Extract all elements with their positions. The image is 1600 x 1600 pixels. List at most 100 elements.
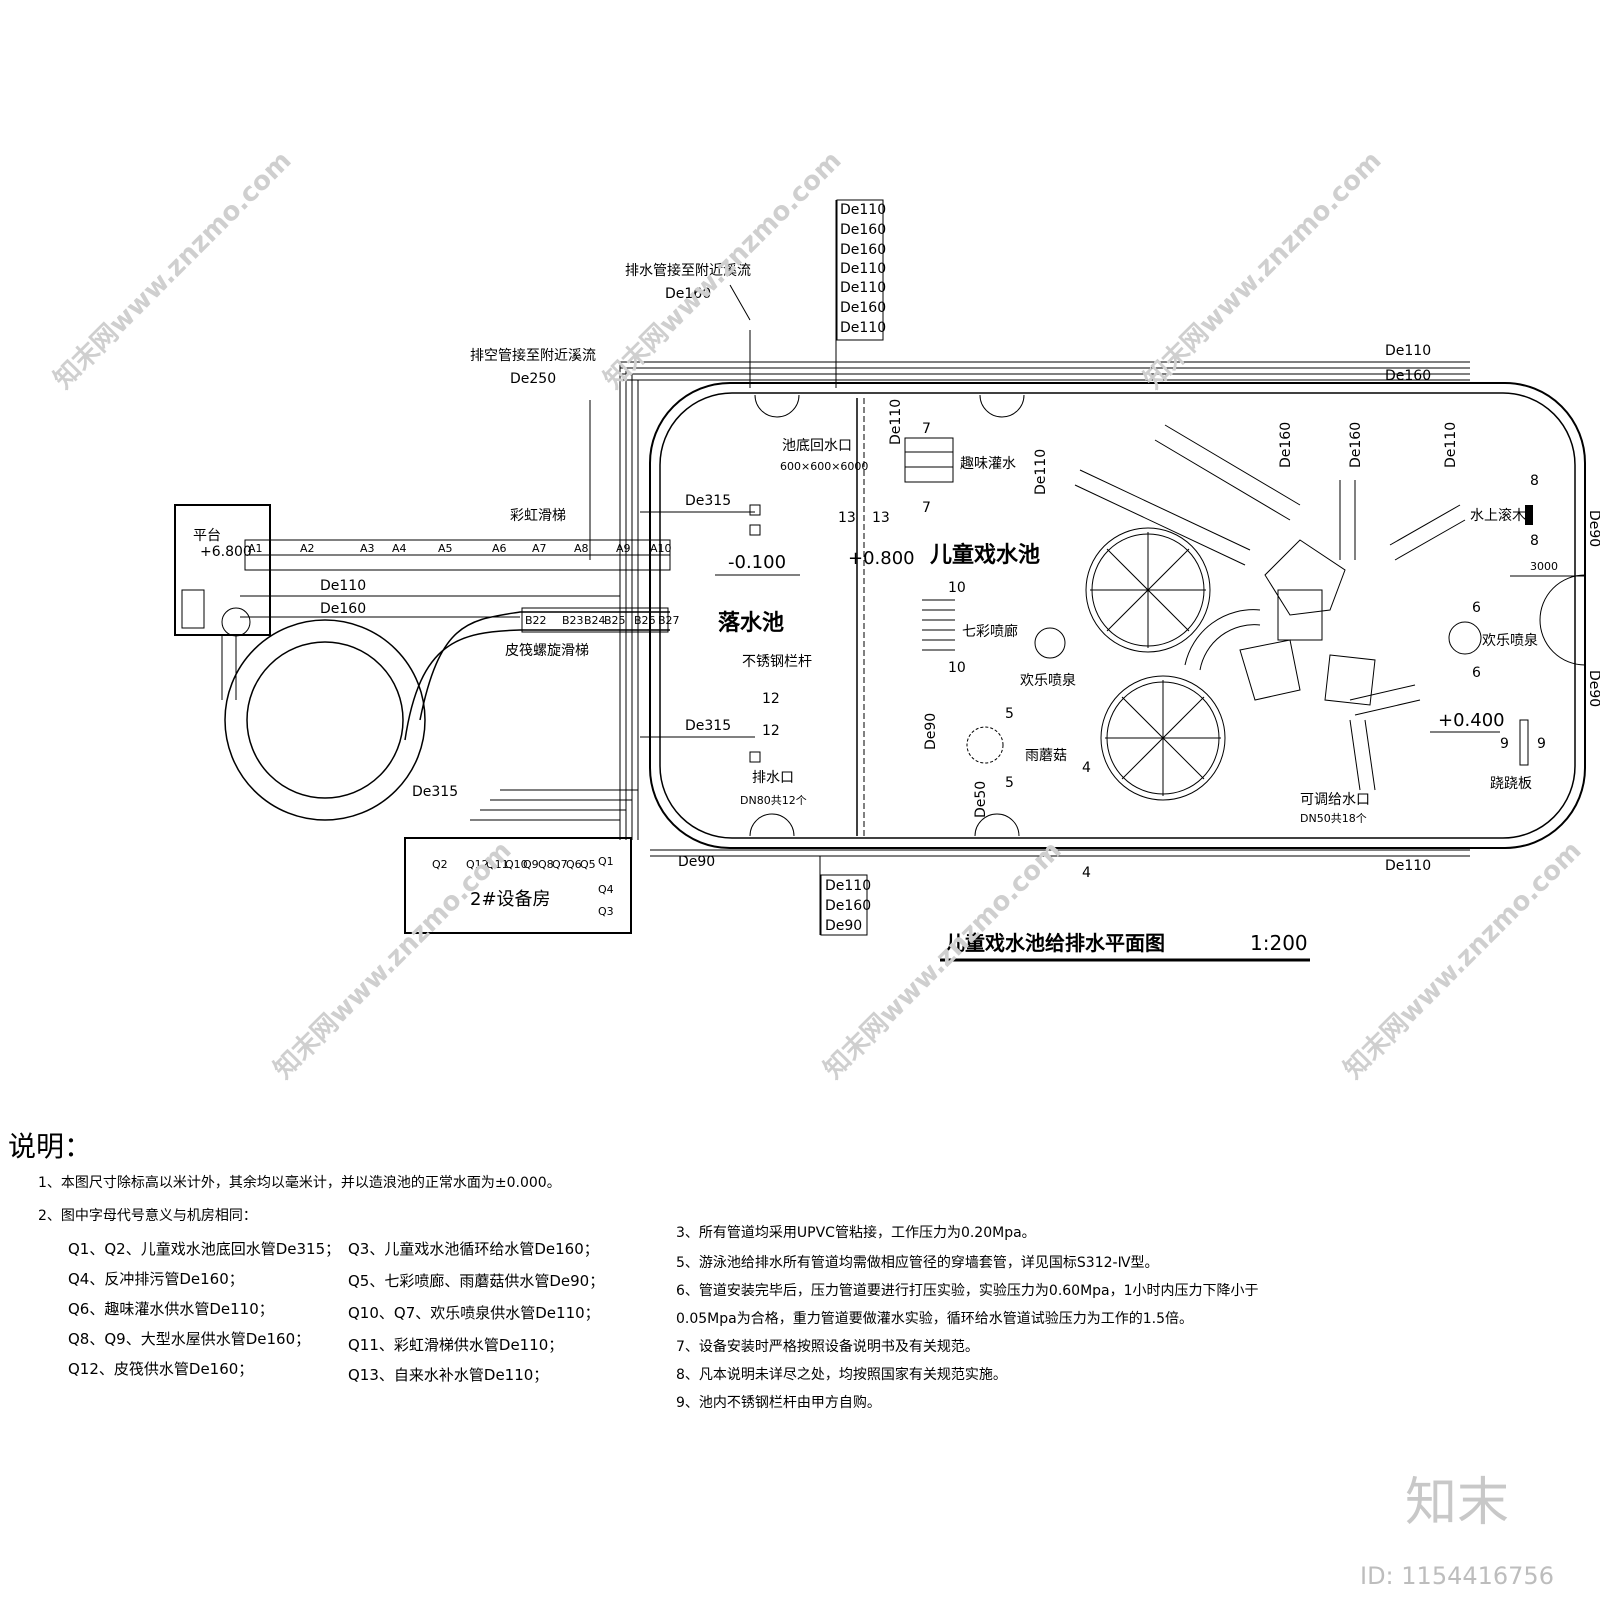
rainbow-slide: 彩虹滑梯 A1 A2 A3 A4 A5 A6 A7 A8 A9 A10 xyxy=(244,507,672,571)
note-8: 8、凡本说明未详尽之处，均按照国家有关规范实施。 xyxy=(676,1367,1007,1383)
code-4: Q8、Q9、大型水屋供水管De160； xyxy=(68,1330,311,1348)
svg-text:Q4: Q4 xyxy=(598,883,614,896)
rainbow-corridor-device xyxy=(922,599,955,651)
drain-note: 排水管接至附近溪流 xyxy=(625,262,751,279)
return-outlet-marker-2 xyxy=(749,524,761,536)
pipe-de90-right-1: De90 xyxy=(1586,510,1600,547)
tag-4-b: 4 xyxy=(1082,865,1091,881)
fun-fountain-1-icon xyxy=(1034,627,1066,659)
svg-text:Q11: Q11 xyxy=(486,858,509,871)
tag-12-a: 12 xyxy=(762,691,780,707)
note-9: 9、池内不锈钢栏杆由甲方自购。 xyxy=(676,1395,881,1411)
water-play-circle-1 xyxy=(1085,527,1211,653)
water-roller-label: 水上滚木 xyxy=(1470,507,1526,524)
splash-pool-label: 落水池 xyxy=(718,611,784,636)
slide-b24: B24 xyxy=(584,614,606,627)
spiral-slide xyxy=(221,607,670,821)
pipe-top-1: De110 xyxy=(840,202,886,218)
return-outlet-marker xyxy=(749,504,761,516)
kids-level: +0.800 xyxy=(848,548,915,569)
adj-inlet-label: 可调给水口 xyxy=(1300,792,1370,808)
tag-7-b: 7 xyxy=(922,500,931,516)
slide-a1: A1 xyxy=(248,542,263,555)
equip-room-ports: Q12 Q11 Q10 Q9 Q8 Q7 Q6 Q5 Q1 Q4 Q3 Q2 xyxy=(432,855,614,918)
bottom-return-size: 600×600×6000 xyxy=(780,460,868,473)
pipe-top-2: De160 xyxy=(840,222,886,238)
notes-heading: 说明： xyxy=(8,1130,93,1163)
slide-a5: A5 xyxy=(438,542,453,555)
dim-3000: 3000 xyxy=(1530,560,1558,573)
drain-outlet-label: 排水口 xyxy=(752,770,794,786)
pool-outline-outer xyxy=(649,382,1586,849)
fun-fountain-1-label: 欢乐喷泉 xyxy=(1020,672,1076,689)
pipe-de50-v: De50 xyxy=(973,781,989,818)
svg-text:Q7: Q7 xyxy=(552,858,568,871)
pipe-de110-v3: De110 xyxy=(1443,422,1459,468)
code-5: Q12、皮筏供水管De160； xyxy=(68,1360,254,1378)
pipe-de160-v2: De160 xyxy=(1348,422,1364,468)
drain-outlet-spec: DN80共12个 xyxy=(740,794,807,807)
svg-text:Q3: Q3 xyxy=(598,905,614,918)
note-7: 7、设备安装时严格按照设备说明书及有关规范。 xyxy=(676,1339,979,1355)
pipe-top-5: De110 xyxy=(840,280,886,296)
code-9: Q11、彩虹滑梯供水管De110； xyxy=(348,1336,564,1354)
seesaw-label: 跷跷板 xyxy=(1490,775,1532,792)
brand-id: ID: 1154416756 xyxy=(1360,1562,1554,1590)
pipe-de315-c: De315 xyxy=(412,784,458,800)
slide-a6: A6 xyxy=(492,542,507,555)
pipe-bottom-3: De90 xyxy=(825,918,862,934)
slide-a3: A3 xyxy=(360,542,375,555)
slide-a10: A10 xyxy=(650,542,672,555)
right-semicircle xyxy=(1539,574,1586,666)
slide-a9: A9 xyxy=(616,542,631,555)
pipe-de315-a: De315 xyxy=(685,493,731,509)
fun-fountain-2-label: 欢乐喷泉 xyxy=(1482,632,1538,649)
pipe-de110-v1: De110 xyxy=(888,399,904,445)
code-10: Q13、自来水补水管De110； xyxy=(348,1366,549,1384)
seesaw-icon xyxy=(1519,719,1529,766)
return-semicircles xyxy=(749,394,1025,837)
svg-text:Q9: Q9 xyxy=(523,858,539,871)
pipe-top-4: De110 xyxy=(840,261,886,277)
pipe-de90-v: De90 xyxy=(923,713,939,750)
note-1: 1、本图尺寸除标高以米计外，其余均以毫米计，并以造浪池的正常水面为±0.000。 xyxy=(38,1175,561,1191)
pipe-de110-top-right: De110 xyxy=(1385,343,1431,359)
bottom-return-label: 池底回水口 xyxy=(782,438,852,454)
stair-icon xyxy=(181,589,205,629)
slide-a8: A8 xyxy=(574,542,589,555)
tag-6-b: 6 xyxy=(1472,665,1481,681)
tag-4-a: 4 xyxy=(1082,760,1091,776)
slide-a4: A4 xyxy=(392,542,407,555)
slide-b22: B22 xyxy=(525,614,547,627)
code-7: Q5、七彩喷廊、雨蘑菇供水管De90； xyxy=(348,1272,605,1290)
pipe-top-7: De110 xyxy=(840,320,886,336)
right-level: +0.400 xyxy=(1438,710,1505,731)
fun-fountain-2-icon xyxy=(1448,621,1482,655)
svg-text:Q5: Q5 xyxy=(580,858,596,871)
kids-pool-label: 儿童戏水池 xyxy=(929,542,1040,568)
adj-inlet-spec: DN50共18个 xyxy=(1300,812,1367,825)
pipe-bottom-2: De160 xyxy=(825,898,871,914)
tag-7-a: 7 xyxy=(922,421,931,437)
pipe-stack-top: De110 De160 De160 De110 De110 De160 De11… xyxy=(836,199,886,341)
slide-b27: B27 xyxy=(658,614,680,627)
note-3: 3、所有管道均采用UPVC管粘接，工作压力为0.20Mpa。 xyxy=(676,1225,1036,1241)
code-8: Q10、Q7、欢乐喷泉供水管De110； xyxy=(348,1304,600,1322)
pipe-top-3: De160 xyxy=(840,242,886,258)
platform-level: +6.800 xyxy=(200,544,252,560)
tag-5-a: 5 xyxy=(1005,706,1014,722)
pipe-de90-bottom: De90 xyxy=(678,854,715,870)
tag-13-a: 13 xyxy=(838,510,856,526)
empty-size: De250 xyxy=(510,371,556,387)
pipe-top-6: De160 xyxy=(840,300,886,316)
svg-text:Q10: Q10 xyxy=(505,858,528,871)
svg-text:Q1: Q1 xyxy=(598,855,614,868)
svg-text:Q2: Q2 xyxy=(432,858,448,871)
rain-mushroom-icon xyxy=(966,726,1004,764)
splash-level: -0.100 xyxy=(728,552,786,573)
pipe-stack-bottom: De110 De160 De90 xyxy=(820,874,871,936)
note-6b: 0.05Mpa为合格，重力管道要做灌水实验，循环给水管道试验压力为工作的1.5倍… xyxy=(676,1311,1193,1327)
drain-leader xyxy=(729,284,751,321)
pipe-de110-v2: De110 xyxy=(1033,449,1049,495)
svg-text:Q12: Q12 xyxy=(466,858,489,871)
